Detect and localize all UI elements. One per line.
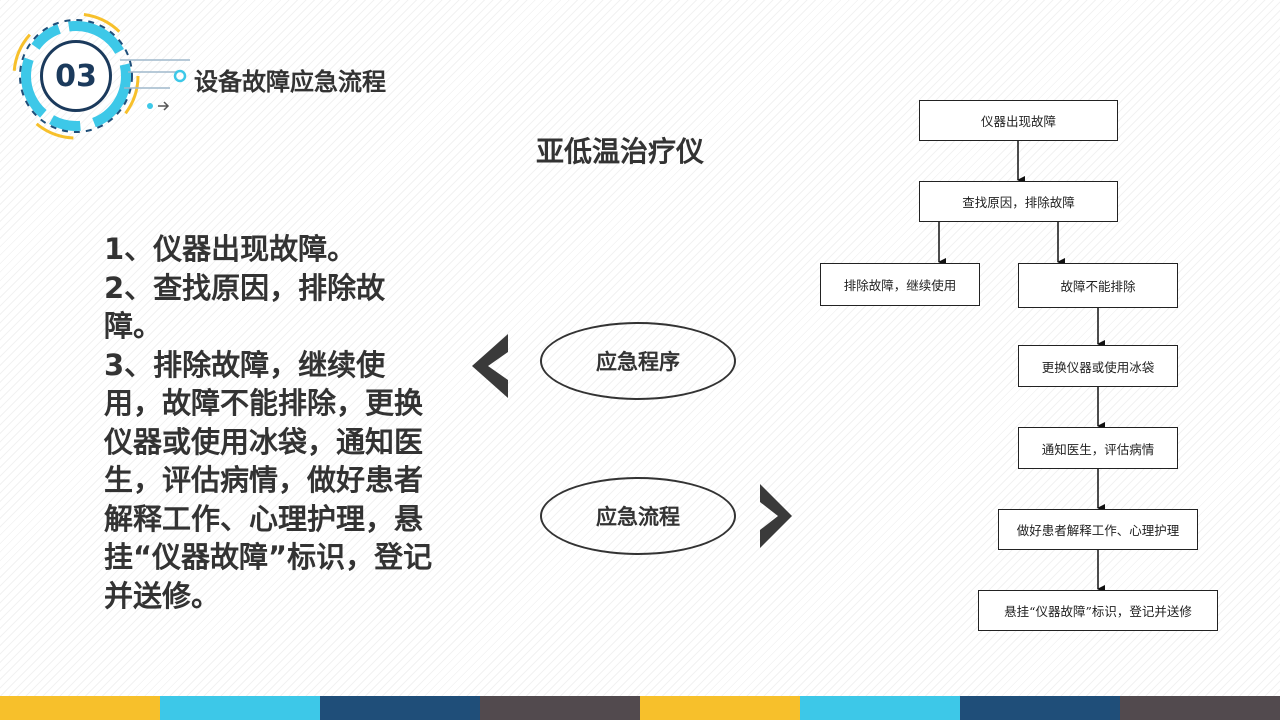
flowchart-box-fault-cleared: 排除故障，继续使用	[820, 263, 980, 306]
step-item: 1、仪器出现故障。	[104, 232, 357, 266]
flowchart-box-replace-device: 更换仪器或使用冰袋	[1018, 345, 1178, 387]
emergency-procedure-button[interactable]: 应急程序	[540, 322, 736, 400]
emergency-process-label: 应急流程	[596, 505, 680, 529]
bottom-bar-segment	[480, 696, 640, 720]
flowchart-box-fault-not-cleared: 故障不能排除	[1018, 263, 1178, 308]
flowchart-box-patient-care: 做好患者解释工作、心理护理	[998, 509, 1198, 550]
step-item: 3、排除故障，继续使用，故障不能排除，更换仪器或使用冰袋，通知医生，评估病情，做…	[104, 347, 433, 613]
emergency-process-button[interactable]: 应急流程	[540, 477, 736, 555]
chevron-left-icon[interactable]	[472, 334, 512, 398]
bottom-bar-segment	[640, 696, 800, 720]
slide-title: 亚低温治疗仪	[536, 135, 705, 168]
chevron-right-icon[interactable]	[758, 484, 794, 548]
section-number-badge: 03	[40, 40, 112, 112]
bottom-color-bar	[0, 696, 1280, 720]
bottom-bar-segment	[160, 696, 320, 720]
header-decoration	[12, 12, 190, 140]
flowchart-box-fault-occurs: 仪器出现故障	[919, 100, 1118, 141]
bottom-bar-segment	[1120, 696, 1280, 720]
flowchart-box-notify-doctor: 通知医生，评估病情	[1018, 427, 1178, 469]
bottom-bar-segment	[960, 696, 1120, 720]
flowchart-box-find-cause: 查找原因，排除故障	[919, 181, 1118, 222]
emergency-procedure-label: 应急程序	[596, 350, 680, 374]
steps-list: 1、仪器出现故障。 2、查找原因，排除故障。 3、排除故障，继续使用，故障不能排…	[104, 230, 434, 615]
section-title: 设备故障应急流程	[194, 68, 386, 96]
bottom-bar-segment	[320, 696, 480, 720]
bottom-bar-segment	[800, 696, 960, 720]
flowchart-box-tag-and-repair: 悬挂“仪器故障”标识，登记并送修	[978, 590, 1218, 631]
step-item: 2、查找原因，排除故障。	[104, 270, 386, 344]
bottom-bar-segment	[0, 696, 160, 720]
